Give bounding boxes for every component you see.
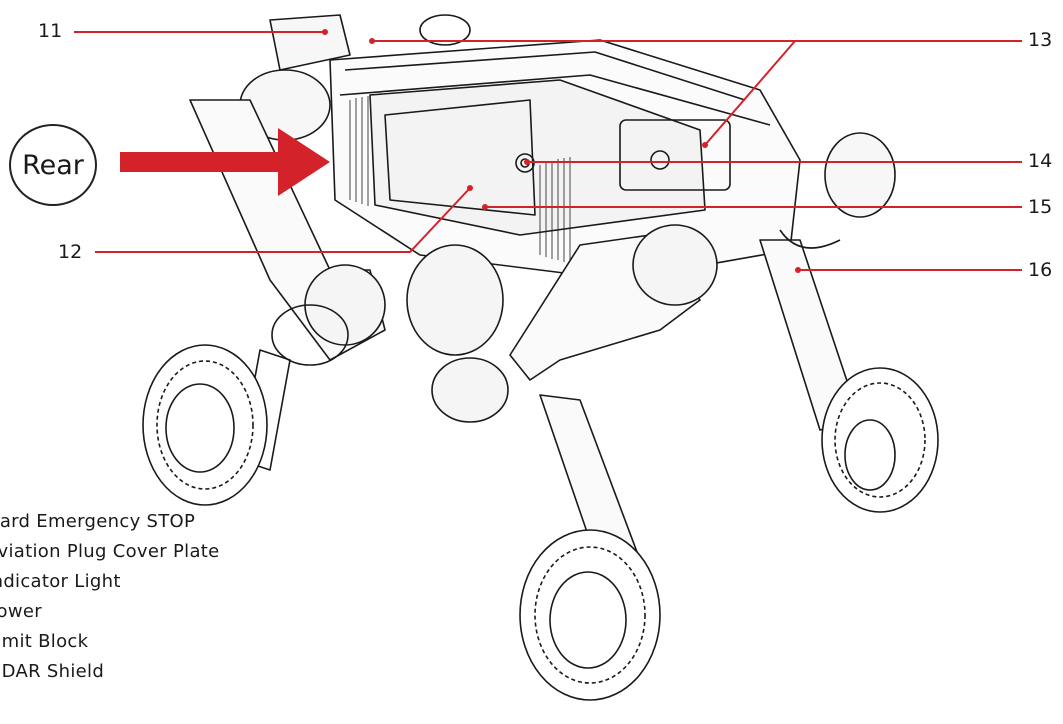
- rear-hip-joint: [239, 14, 471, 141]
- legend-item: Hard Emergency STOP: [0, 511, 196, 532]
- front-left-wheel: [821, 367, 939, 513]
- leader-dots: [322, 29, 801, 273]
- callout-16: 16: [1028, 259, 1053, 281]
- legend: Hard Emergency STOP Aviation Plug Cover …: [0, 507, 220, 687]
- rear-left-wheel: [142, 344, 268, 506]
- front-left-leg: [759, 132, 896, 431]
- callout-13: 13: [1028, 29, 1053, 51]
- robot-body: [329, 39, 801, 281]
- legend-item: Limit Block: [0, 631, 89, 652]
- legend-item: Power: [0, 601, 42, 622]
- legend-item: Aviation Plug Cover Plate: [0, 541, 220, 562]
- leader-12: [95, 187, 471, 253]
- legend-item: LiDAR Shield: [0, 661, 105, 682]
- rear-label: Rear: [9, 124, 97, 206]
- front-right-wheel: [519, 529, 661, 701]
- callout-11: 11: [38, 20, 63, 42]
- callout-12: 12: [58, 241, 83, 263]
- leader-13b: [704, 40, 796, 146]
- legend-item: Indicator Light: [0, 571, 121, 592]
- callout-14: 14: [1028, 150, 1053, 172]
- callout-15: 15: [1028, 196, 1053, 218]
- rear-arrow: [120, 128, 330, 196]
- leader-lines: [74, 31, 1022, 271]
- rear-text: Rear: [22, 149, 84, 181]
- front-right-leg: [406, 224, 718, 571]
